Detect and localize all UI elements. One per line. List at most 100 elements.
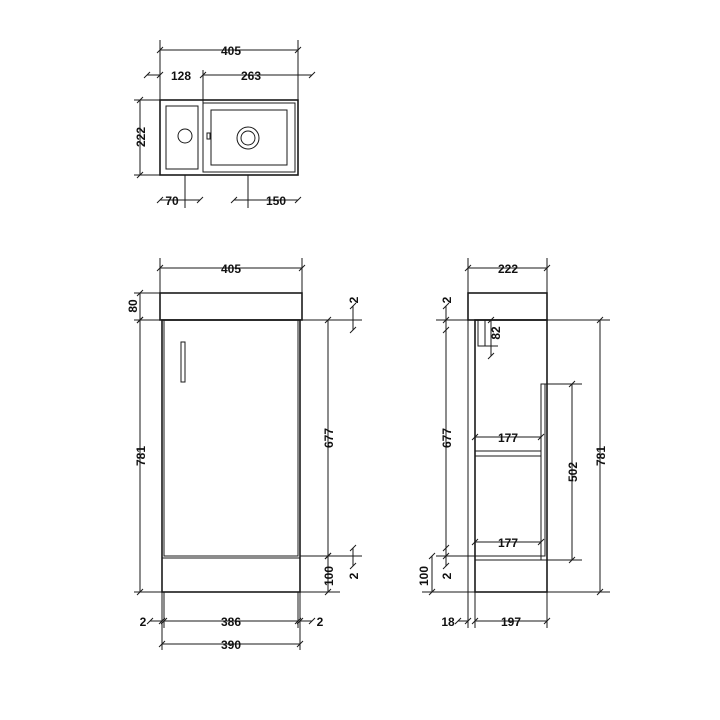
dim-tick bbox=[568, 380, 576, 388]
dim-tick bbox=[349, 302, 357, 310]
dim-label-top-depth: 222 bbox=[134, 127, 148, 147]
dim-label-top-width: 405 bbox=[221, 44, 241, 58]
side-view: 222 2 82 677 100 2 177 177 502 781 bbox=[417, 258, 610, 629]
dim-tick bbox=[537, 433, 545, 441]
top-view-bowl-inner bbox=[210, 109, 288, 166]
dim-tick bbox=[428, 552, 436, 560]
dim-tick bbox=[136, 316, 144, 324]
dim-tick bbox=[156, 196, 164, 204]
dim-label-waste-offset: 150 bbox=[266, 194, 286, 208]
dim-tick bbox=[324, 588, 332, 596]
dim-label-gap-top: 2 bbox=[347, 296, 361, 303]
dim-label-gap-bottom: 2 bbox=[347, 572, 361, 579]
dim-tick bbox=[196, 196, 204, 204]
dim-tick bbox=[442, 544, 450, 552]
dim-tick bbox=[158, 640, 166, 648]
tap-hole-icon bbox=[177, 128, 193, 144]
dim-tick bbox=[160, 617, 168, 625]
dim-tick bbox=[324, 316, 332, 324]
dim-tick bbox=[136, 96, 144, 104]
dim-tick bbox=[543, 264, 551, 272]
dim-label-side-gap-top: 2 bbox=[440, 296, 454, 303]
dim-tick bbox=[454, 617, 462, 625]
dim-tick bbox=[442, 316, 450, 324]
dim-tick bbox=[294, 46, 302, 54]
dim-label-front-width: 405 bbox=[221, 262, 241, 276]
dim-label-trap-height: 82 bbox=[489, 326, 503, 340]
waste-inner-icon bbox=[240, 130, 256, 146]
dim-tick bbox=[136, 289, 144, 297]
dim-tick bbox=[308, 71, 316, 79]
dim-tick bbox=[324, 552, 332, 560]
top-view-tap-ledge bbox=[165, 105, 199, 170]
dim-tick bbox=[349, 562, 357, 570]
dim-label-shelf-lower: 177 bbox=[498, 536, 518, 550]
overflow-slot-icon bbox=[206, 132, 211, 140]
dim-tick bbox=[464, 264, 472, 272]
dim-tick bbox=[156, 71, 164, 79]
dim-tick bbox=[596, 588, 604, 596]
dim-tick bbox=[136, 588, 144, 596]
dim-label-carcass-width: 390 bbox=[221, 638, 241, 652]
dim-label-side-height: 781 bbox=[594, 446, 608, 466]
trap-icon bbox=[477, 319, 486, 347]
dim-tick bbox=[294, 196, 302, 204]
dim-tick bbox=[156, 46, 164, 54]
front-carcass bbox=[161, 319, 301, 593]
dim-label-shelf-upper: 177 bbox=[498, 431, 518, 445]
dim-tick bbox=[294, 617, 302, 625]
dim-tick bbox=[487, 316, 495, 324]
dim-tick bbox=[158, 617, 166, 625]
dim-label-door-height: 677 bbox=[322, 428, 336, 448]
dim-tick bbox=[136, 171, 144, 179]
dim-label-basin-height: 80 bbox=[126, 299, 140, 313]
dim-tick bbox=[199, 71, 207, 79]
shelf-upper bbox=[474, 450, 542, 457]
dim-tick bbox=[442, 552, 450, 560]
dim-label-side-gap-left: 2 bbox=[140, 615, 147, 629]
dim-label-door-width: 386 bbox=[221, 615, 241, 629]
dim-tick bbox=[349, 326, 357, 334]
dim-tick bbox=[471, 433, 479, 441]
dim-label-side-door-height: 677 bbox=[440, 428, 454, 448]
dim-tick bbox=[568, 556, 576, 564]
dim-label-side-gap-right: 2 bbox=[317, 615, 324, 629]
dim-tick bbox=[296, 640, 304, 648]
dim-label-side-gap-bottom: 2 bbox=[440, 572, 454, 579]
dim-tick bbox=[537, 538, 545, 546]
dim-tick bbox=[296, 617, 304, 625]
waste-outer-icon bbox=[236, 126, 260, 150]
dim-tick bbox=[143, 71, 151, 79]
dim-tick bbox=[442, 302, 450, 310]
dim-tick bbox=[596, 316, 604, 324]
top-view-bowl-outer bbox=[202, 102, 296, 173]
dim-label-side-depth: 222 bbox=[498, 262, 518, 276]
dim-label-plinth-height: 100 bbox=[322, 566, 336, 586]
dim-tick bbox=[487, 352, 495, 360]
dim-tick bbox=[471, 538, 479, 546]
dim-tick bbox=[471, 617, 479, 625]
dim-tick bbox=[308, 617, 316, 625]
side-basin-block bbox=[467, 292, 548, 321]
dim-label-tap-offset: 70 bbox=[165, 194, 179, 208]
dim-label-front-height: 781 bbox=[134, 446, 148, 466]
dim-label-left-section: 128 bbox=[171, 69, 191, 83]
dim-label-door-thickness: 18 bbox=[441, 615, 455, 629]
dim-label-carcass-depth: 197 bbox=[501, 615, 521, 629]
dim-tick bbox=[464, 617, 472, 625]
dim-tick bbox=[428, 588, 436, 596]
dim-label-internal-height: 502 bbox=[566, 462, 580, 482]
dim-tick bbox=[442, 326, 450, 334]
front-door bbox=[163, 319, 299, 557]
back-panel bbox=[540, 383, 546, 557]
top-view-outline bbox=[159, 99, 299, 176]
dim-tick bbox=[442, 562, 450, 570]
front-basin-block bbox=[159, 292, 303, 321]
dim-label-side-plinth: 100 bbox=[417, 566, 431, 586]
shelf-lower bbox=[474, 555, 542, 561]
dim-tick bbox=[543, 617, 551, 625]
dim-label-bowl-width: 263 bbox=[241, 69, 261, 83]
top-view: 405 128 263 222 70 150 bbox=[134, 40, 316, 208]
dim-tick bbox=[156, 264, 164, 272]
